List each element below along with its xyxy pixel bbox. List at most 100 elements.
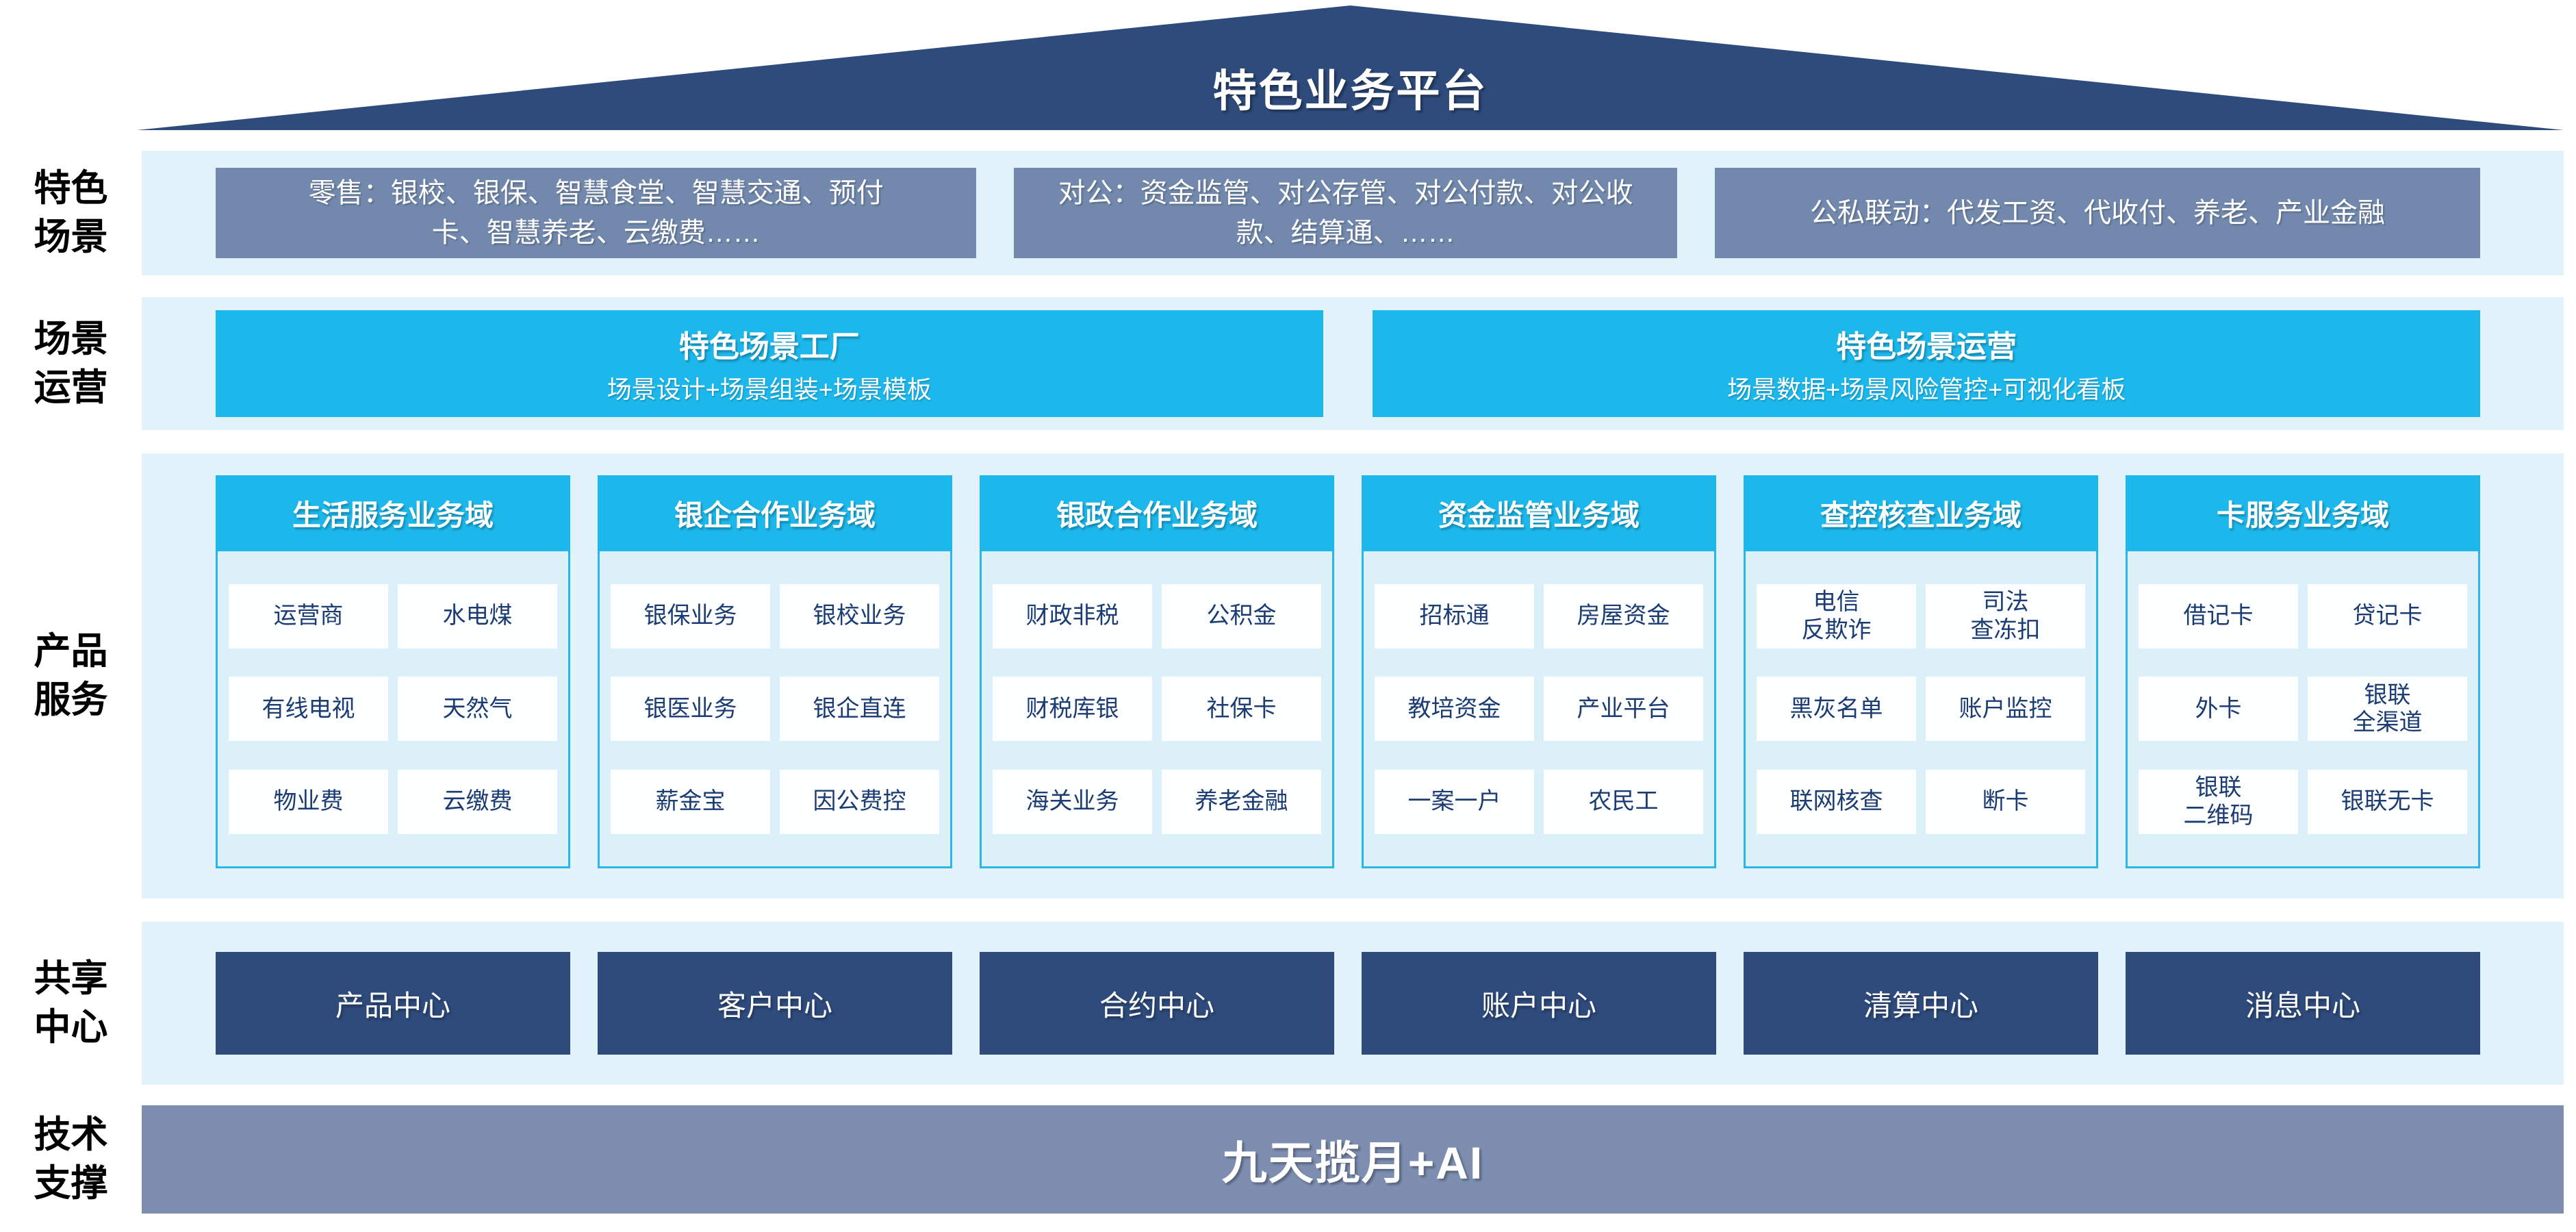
cell-row: 教培资金 产业平台	[1375, 677, 1703, 741]
product-cell: 水电煤	[398, 583, 557, 649]
product-cell: 因公费控	[780, 769, 939, 834]
cell-row: 电信 反欺诈 司法 查冻扣	[1757, 583, 2085, 649]
product-cell: 黑灰名单	[1757, 677, 1916, 741]
product-cell: 银联无卡	[2308, 769, 2467, 834]
product-column-bank-enterprise: 银企合作业务域 银保业务 银校业务 银医业务 银企直连 薪金宝 因公费控	[598, 475, 952, 868]
page-title: 特色业务平台	[1212, 66, 1488, 116]
product-column-fund-supervision: 资金监管业务域 招标通 房屋资金 教培资金 产业平台 一案一户 农民工	[1362, 475, 1716, 868]
product-cell: 外卡	[2139, 677, 2298, 741]
product-cell: 海关业务	[993, 769, 1152, 834]
center-box-product: 产品中心	[216, 952, 570, 1055]
product-column-header: 银政合作业务域	[980, 475, 1334, 551]
product-column-body: 财政非税 公积金 财税库银 社保卡 海关业务 养老金融	[980, 551, 1334, 868]
cell-row: 财政非税 公积金	[993, 583, 1321, 649]
product-column-body: 招标通 房屋资金 教培资金 产业平台 一案一户 农民工	[1362, 551, 1716, 868]
row-label-scene-operation: 场景 运营	[34, 318, 108, 409]
cell-row: 银医业务 银企直连	[611, 677, 939, 741]
cell-row: 外卡 银联 全渠道	[2139, 677, 2467, 741]
product-column-body: 银保业务 银校业务 银医业务 银企直连 薪金宝 因公费控	[598, 551, 952, 868]
product-cell: 产业平台	[1544, 677, 1703, 741]
product-cell: 教培资金	[1375, 677, 1534, 741]
product-cell: 天然气	[398, 677, 557, 741]
cell-row: 海关业务 养老金融	[993, 769, 1321, 834]
product-cell: 断卡	[1926, 769, 2085, 834]
row-label-special-scenes: 特色 场景	[34, 168, 108, 258]
product-cell: 一案一户	[1375, 769, 1534, 834]
product-cell: 账户监控	[1926, 677, 2085, 741]
row-label-product-services: 产品 服务	[34, 631, 108, 721]
product-column-body: 借记卡 贷记卡 外卡 银联 全渠道 银联 二维码 银联无卡	[2126, 551, 2480, 868]
band-special-scenes: 零售：银校、银保、智慧食堂、智慧交通、预付 卡、智慧养老、云缴费…… 对公：资金…	[142, 151, 2564, 275]
cell-row: 借记卡 贷记卡	[2139, 583, 2467, 649]
product-cell: 银校业务	[780, 583, 939, 649]
center-box-contract: 合约中心	[980, 952, 1334, 1055]
product-cell: 银医业务	[611, 677, 770, 741]
product-cell: 司法 查冻扣	[1926, 583, 2085, 649]
cell-row: 财税库银 社保卡	[993, 677, 1321, 741]
product-cell: 银企直连	[780, 677, 939, 741]
product-column-header: 查控核查业务域	[1744, 475, 2098, 551]
cell-row: 联网核查 断卡	[1757, 769, 2085, 834]
op-box-subtitle: 场景设计+场景组装+场景模板	[607, 375, 932, 404]
product-cell: 银保业务	[611, 583, 770, 649]
product-cell: 薪金宝	[611, 769, 770, 834]
row-label-tech-support: 技术 支撑	[34, 1114, 108, 1205]
product-cell: 贷记卡	[2308, 583, 2467, 649]
product-column-life-services: 生活服务业务域 运营商 水电煤 有线电视 天然气 物业费 云缴费	[216, 475, 570, 868]
product-cell: 运营商	[229, 583, 388, 649]
cell-row: 运营商 水电煤	[229, 583, 557, 649]
op-box-title: 特色场景工厂	[678, 329, 860, 364]
product-column-card-services: 卡服务业务域 借记卡 贷记卡 外卡 银联 全渠道 银联 二维码 银联无卡	[2126, 475, 2480, 868]
scene-box-retail: 零售：银校、银保、智慧食堂、智慧交通、预付 卡、智慧养老、云缴费……	[216, 168, 977, 258]
product-cell: 招标通	[1375, 583, 1534, 649]
product-column-body: 运营商 水电煤 有线电视 天然气 物业费 云缴费	[216, 551, 570, 868]
op-box-title: 特色场景运营	[1836, 329, 2017, 364]
product-cell: 财税库银	[993, 677, 1152, 741]
row-label-shared-centers: 共享 中心	[34, 958, 108, 1048]
cell-row: 薪金宝 因公费控	[611, 769, 939, 834]
center-box-message: 消息中心	[2126, 952, 2480, 1055]
op-box-scene-operation: 特色场景运营 场景数据+场景风险管控+可视化看板	[1373, 310, 2480, 417]
op-box-subtitle: 场景数据+场景风险管控+可视化看板	[1727, 375, 2126, 404]
product-cell: 社保卡	[1162, 677, 1321, 741]
cell-row: 银联 二维码 银联无卡	[2139, 769, 2467, 834]
product-cell: 公积金	[1162, 583, 1321, 649]
product-column-header: 生活服务业务域	[216, 475, 570, 551]
band-scene-operation: 特色场景工厂 场景设计+场景组装+场景模板 特色场景运营 场景数据+场景风险管控…	[142, 297, 2564, 430]
product-cell: 养老金融	[1162, 769, 1321, 834]
product-cell: 电信 反欺诈	[1757, 583, 1916, 649]
band-product-services: 生活服务业务域 运营商 水电煤 有线电视 天然气 物业费 云缴费 银企合作业务域	[142, 453, 2564, 898]
product-cell: 银联 全渠道	[2308, 677, 2467, 741]
center-box-clearing: 清算中心	[1744, 952, 2098, 1055]
cell-row: 黑灰名单 账户监控	[1757, 677, 2085, 741]
product-cell: 房屋资金	[1544, 583, 1703, 649]
cell-row: 有线电视 天然气	[229, 677, 557, 741]
op-box-scene-factory: 特色场景工厂 场景设计+场景组装+场景模板	[216, 310, 1323, 417]
product-cell: 借记卡	[2139, 583, 2298, 649]
center-box-customer: 客户中心	[598, 952, 952, 1055]
product-cell: 银联 二维码	[2139, 769, 2298, 834]
product-column-inquiry-control: 查控核查业务域 电信 反欺诈 司法 查冻扣 黑灰名单 账户监控 联网核查 断卡	[1744, 475, 2098, 868]
cell-row: 一案一户 农民工	[1375, 769, 1703, 834]
tech-support-bar: 九天揽月+AI	[142, 1105, 2564, 1214]
scene-box-corporate: 对公：资金监管、对公存管、对公付款、对公收 款、结算通、……	[1014, 168, 1678, 258]
product-cell: 有线电视	[229, 677, 388, 741]
cell-row: 银保业务 银校业务	[611, 583, 939, 649]
band-shared-centers: 产品中心 客户中心 合约中心 账户中心 清算中心 消息中心	[142, 922, 2564, 1085]
product-column-header: 银企合作业务域	[598, 475, 952, 551]
roof-shape: 特色业务平台	[137, 5, 2564, 130]
product-cell: 物业费	[229, 769, 388, 834]
product-cell: 财政非税	[993, 583, 1152, 649]
tech-support-bar-text: 九天揽月+AI	[1221, 1137, 1484, 1188]
product-column-header: 卡服务业务域	[2126, 475, 2480, 551]
center-box-account: 账户中心	[1362, 952, 1716, 1055]
cell-row: 物业费 云缴费	[229, 769, 557, 834]
product-column-bank-government: 银政合作业务域 财政非税 公积金 财税库银 社保卡 海关业务 养老金融	[980, 475, 1334, 868]
product-cell: 云缴费	[398, 769, 557, 834]
scene-box-public-private: 公私联动：代发工资、代收付、养老、产业金融	[1714, 168, 2480, 258]
product-column-body: 电信 反欺诈 司法 查冻扣 黑灰名单 账户监控 联网核查 断卡	[1744, 551, 2098, 868]
cell-row: 招标通 房屋资金	[1375, 583, 1703, 649]
product-cell: 联网核查	[1757, 769, 1916, 834]
product-cell: 农民工	[1544, 769, 1703, 834]
